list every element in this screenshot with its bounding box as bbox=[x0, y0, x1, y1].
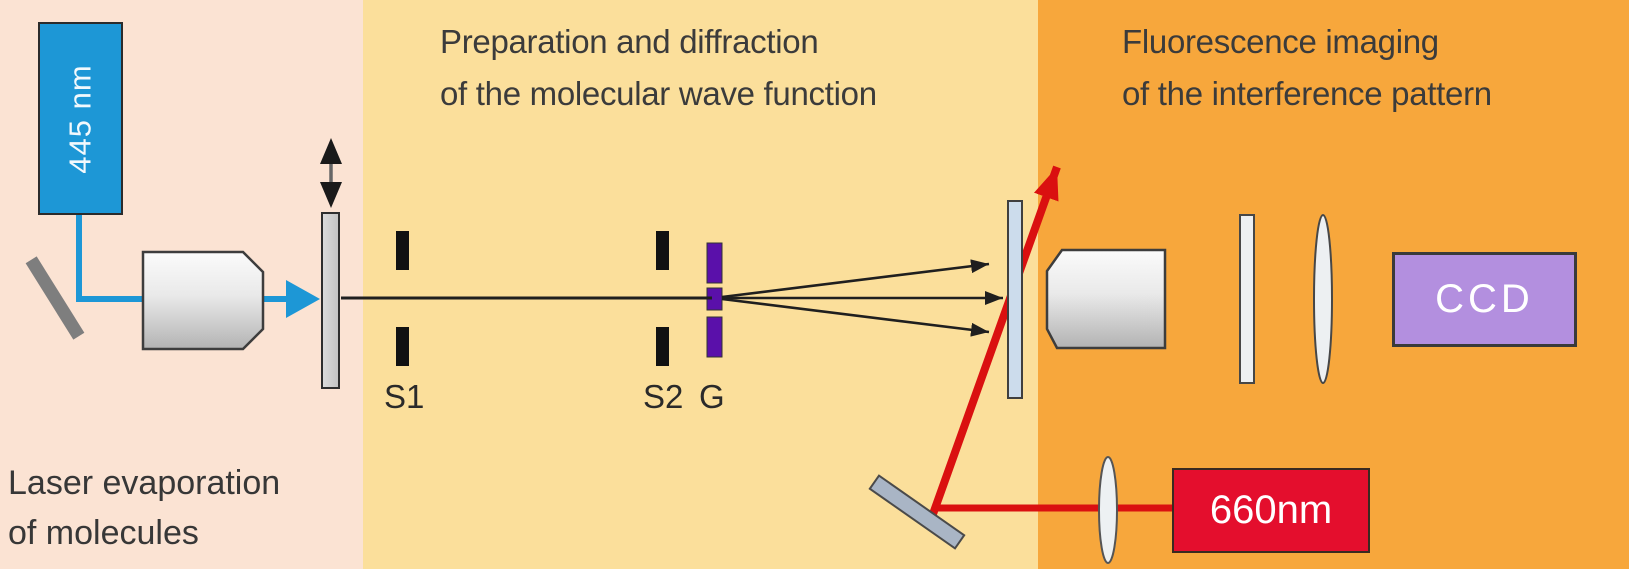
laser-660nm-label: 660nm bbox=[1209, 488, 1333, 532]
right-heading-line1: Fluorescence imaging bbox=[1122, 23, 1439, 60]
detection-slide bbox=[1007, 200, 1023, 399]
right-heading-line2: of the interference pattern bbox=[1122, 75, 1492, 112]
objective-lens-right-icon bbox=[1045, 248, 1167, 350]
objective-lens-left-icon bbox=[141, 250, 265, 351]
down-arrow-icon bbox=[320, 182, 342, 208]
left-caption-line1: Laser evaporation bbox=[8, 464, 281, 502]
slit-s1-bars bbox=[396, 231, 409, 366]
stage-preparation-diffraction bbox=[363, 0, 1038, 569]
middle-heading-line2: of the molecular wave function bbox=[440, 75, 877, 112]
slit-s2-bars bbox=[656, 231, 669, 366]
laser-445nm-box: 445 nm bbox=[38, 22, 123, 215]
ccd-camera-box: CCD bbox=[1392, 252, 1577, 347]
red-beam-diagonal bbox=[929, 165, 1061, 516]
ccd-label: CCD bbox=[1435, 277, 1534, 321]
diffraction-orders bbox=[721, 259, 1003, 337]
lens-red-beam-icon bbox=[1098, 456, 1118, 564]
blue-beam-arrowhead-icon bbox=[286, 280, 320, 318]
sample-slide bbox=[321, 212, 340, 389]
grating-label: G bbox=[699, 378, 725, 415]
imaging-lens-icon bbox=[1313, 214, 1333, 384]
grating-bars bbox=[706, 242, 723, 358]
laser-660nm-box: 660nm bbox=[1172, 468, 1370, 553]
slit-s1-label: S1 bbox=[384, 378, 425, 415]
slit-s2-label: S2 bbox=[643, 378, 684, 415]
laser-445nm-label: 445 nm bbox=[62, 63, 98, 174]
mirror-660-icon bbox=[868, 474, 966, 550]
filter-plate bbox=[1239, 214, 1255, 384]
middle-heading-line1: Preparation and diffraction bbox=[440, 23, 819, 60]
left-caption-line2: of molecules bbox=[8, 514, 199, 552]
mirror-445-icon bbox=[25, 256, 85, 340]
up-arrow-icon bbox=[320, 138, 342, 164]
